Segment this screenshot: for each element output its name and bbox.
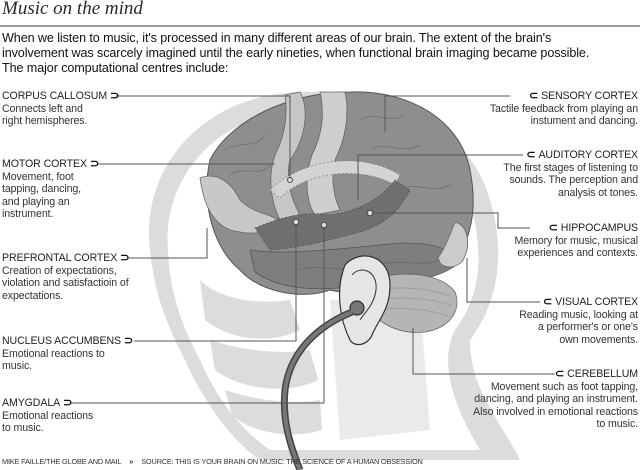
leader-hippocampus [372,212,530,229]
footer: MIKE FAILLE/THE GLOBE AND MAIL » SOURCE: T… [2,457,423,466]
pointer-icon: ⊃ [89,158,100,170]
region-name: SENSORY CORTEX [541,90,638,102]
pointer-icon: ⊃ [63,397,73,409]
region-desc: Tactile feedback from playing an instume… [489,102,638,128]
page-title: Music on the mind [2,0,143,19]
region-desc: Emotional reactions to music. [2,347,105,373]
label-cerebellum: ⊂CEREBELLUM Movement such as foot tappin… [463,368,638,431]
source-text: SOURCE: THIS IS YOUR BRAIN ON MUSIC: THE… [141,457,423,466]
leader-corpus-callosum [116,95,291,178]
region-name: VISUAL CORTEX [555,296,638,308]
label-nucleus-accumbens: NUCLEUS ACCUMBENS⊃ Emotional reactions t… [2,335,142,373]
pointer-icon: ⊃ [110,90,120,102]
region-desc: Emotional reactions to music. [2,409,94,435]
corpus-callosum-region [269,160,401,199]
label-motor-cortex: MOTOR CORTEX⊃ Movement, foot tapping, da… [2,158,102,221]
pointer-icon: ⊂ [542,296,553,308]
region-desc: The first stages of listening to sounds.… [503,161,638,199]
amygdala-dot [320,221,328,229]
label-prefrontal-cortex: PREFRONTAL CORTEX⊃ Creation of expectati… [2,252,137,302]
leader-prefrontal-cortex [128,228,208,259]
label-hippocampus: ⊂HIPPOCAMPUS Memory for music, musical e… [513,222,639,260]
region-desc: Connects left and right hemispheres. [2,102,88,128]
limbic-band [254,179,411,251]
visual-cortex-region [437,221,469,268]
corpus-callosum-dot [287,177,293,183]
pointer-icon: ⊃ [123,335,134,347]
label-amygdala: AMYGDALA⊃ Emotional reactions to music. [2,397,112,435]
region-desc: Memory for music, musical experiences an… [514,234,639,260]
leader-lines [70,95,555,404]
label-auditory-cortex: ⊂AUDITORY CORTEX The first stages of lis… [500,149,638,199]
region-name: CEREBELLUM [567,368,638,380]
sensory-cortex-region [306,91,348,216]
region-desc: Creation of expectations, violation and … [2,264,129,302]
region-name: NUCLEUS ACCUMBENS [2,335,121,347]
region-name: AUDITORY CORTEX [538,149,638,161]
pointer-icon: ⊂ [555,368,565,380]
region-name: PREFRONTAL CORTEX [2,252,118,264]
pointer-icon: ⊂ [548,222,558,234]
leader-visual-cortex [466,258,540,303]
hippocampus-dot [366,209,374,217]
intro-text: When we listen to music, it's processed … [2,31,590,75]
leader-sensory-cortex [384,95,510,132]
nucleus-accumbens-dot [292,218,300,226]
region-name: CORPUS CALLOSUM [2,90,108,102]
pointer-icon: ⊂ [526,149,536,161]
region-name: HIPPOCAMPUS [560,222,638,234]
region-desc: Movement such as foot tapping, dancing, … [473,380,638,431]
pointer-icon: ⊃ [120,252,130,264]
label-visual-cortex: ⊂VISUAL CORTEX Reading music, looking at… [516,296,638,346]
leader-auditory-cortex [357,154,523,200]
region-desc: Movement, foot tapping, dancing, and pla… [2,170,81,221]
region-desc: Reading music, looking at a performer's … [519,308,638,346]
title-divider [0,25,640,27]
leader-nucleus-accumbens [134,225,297,342]
region-name: AMYGDALA [2,397,61,409]
leader-amygdala [70,228,325,404]
credit-text: MIKE FAILLE/THE GLOBE AND MAIL [2,457,122,466]
region-name: MOTOR CORTEX [2,158,87,170]
pointer-icon: ⊂ [528,90,539,102]
leader-cerebellum [412,328,555,375]
label-sensory-cortex: ⊂SENSORY CORTEX Tactile feedback from pl… [488,90,638,128]
separator-icon: » [129,457,134,466]
earbud-icon [349,300,365,316]
label-corpus-callosum: CORPUS CALLOSUM⊃ Connects left and right… [2,90,142,128]
